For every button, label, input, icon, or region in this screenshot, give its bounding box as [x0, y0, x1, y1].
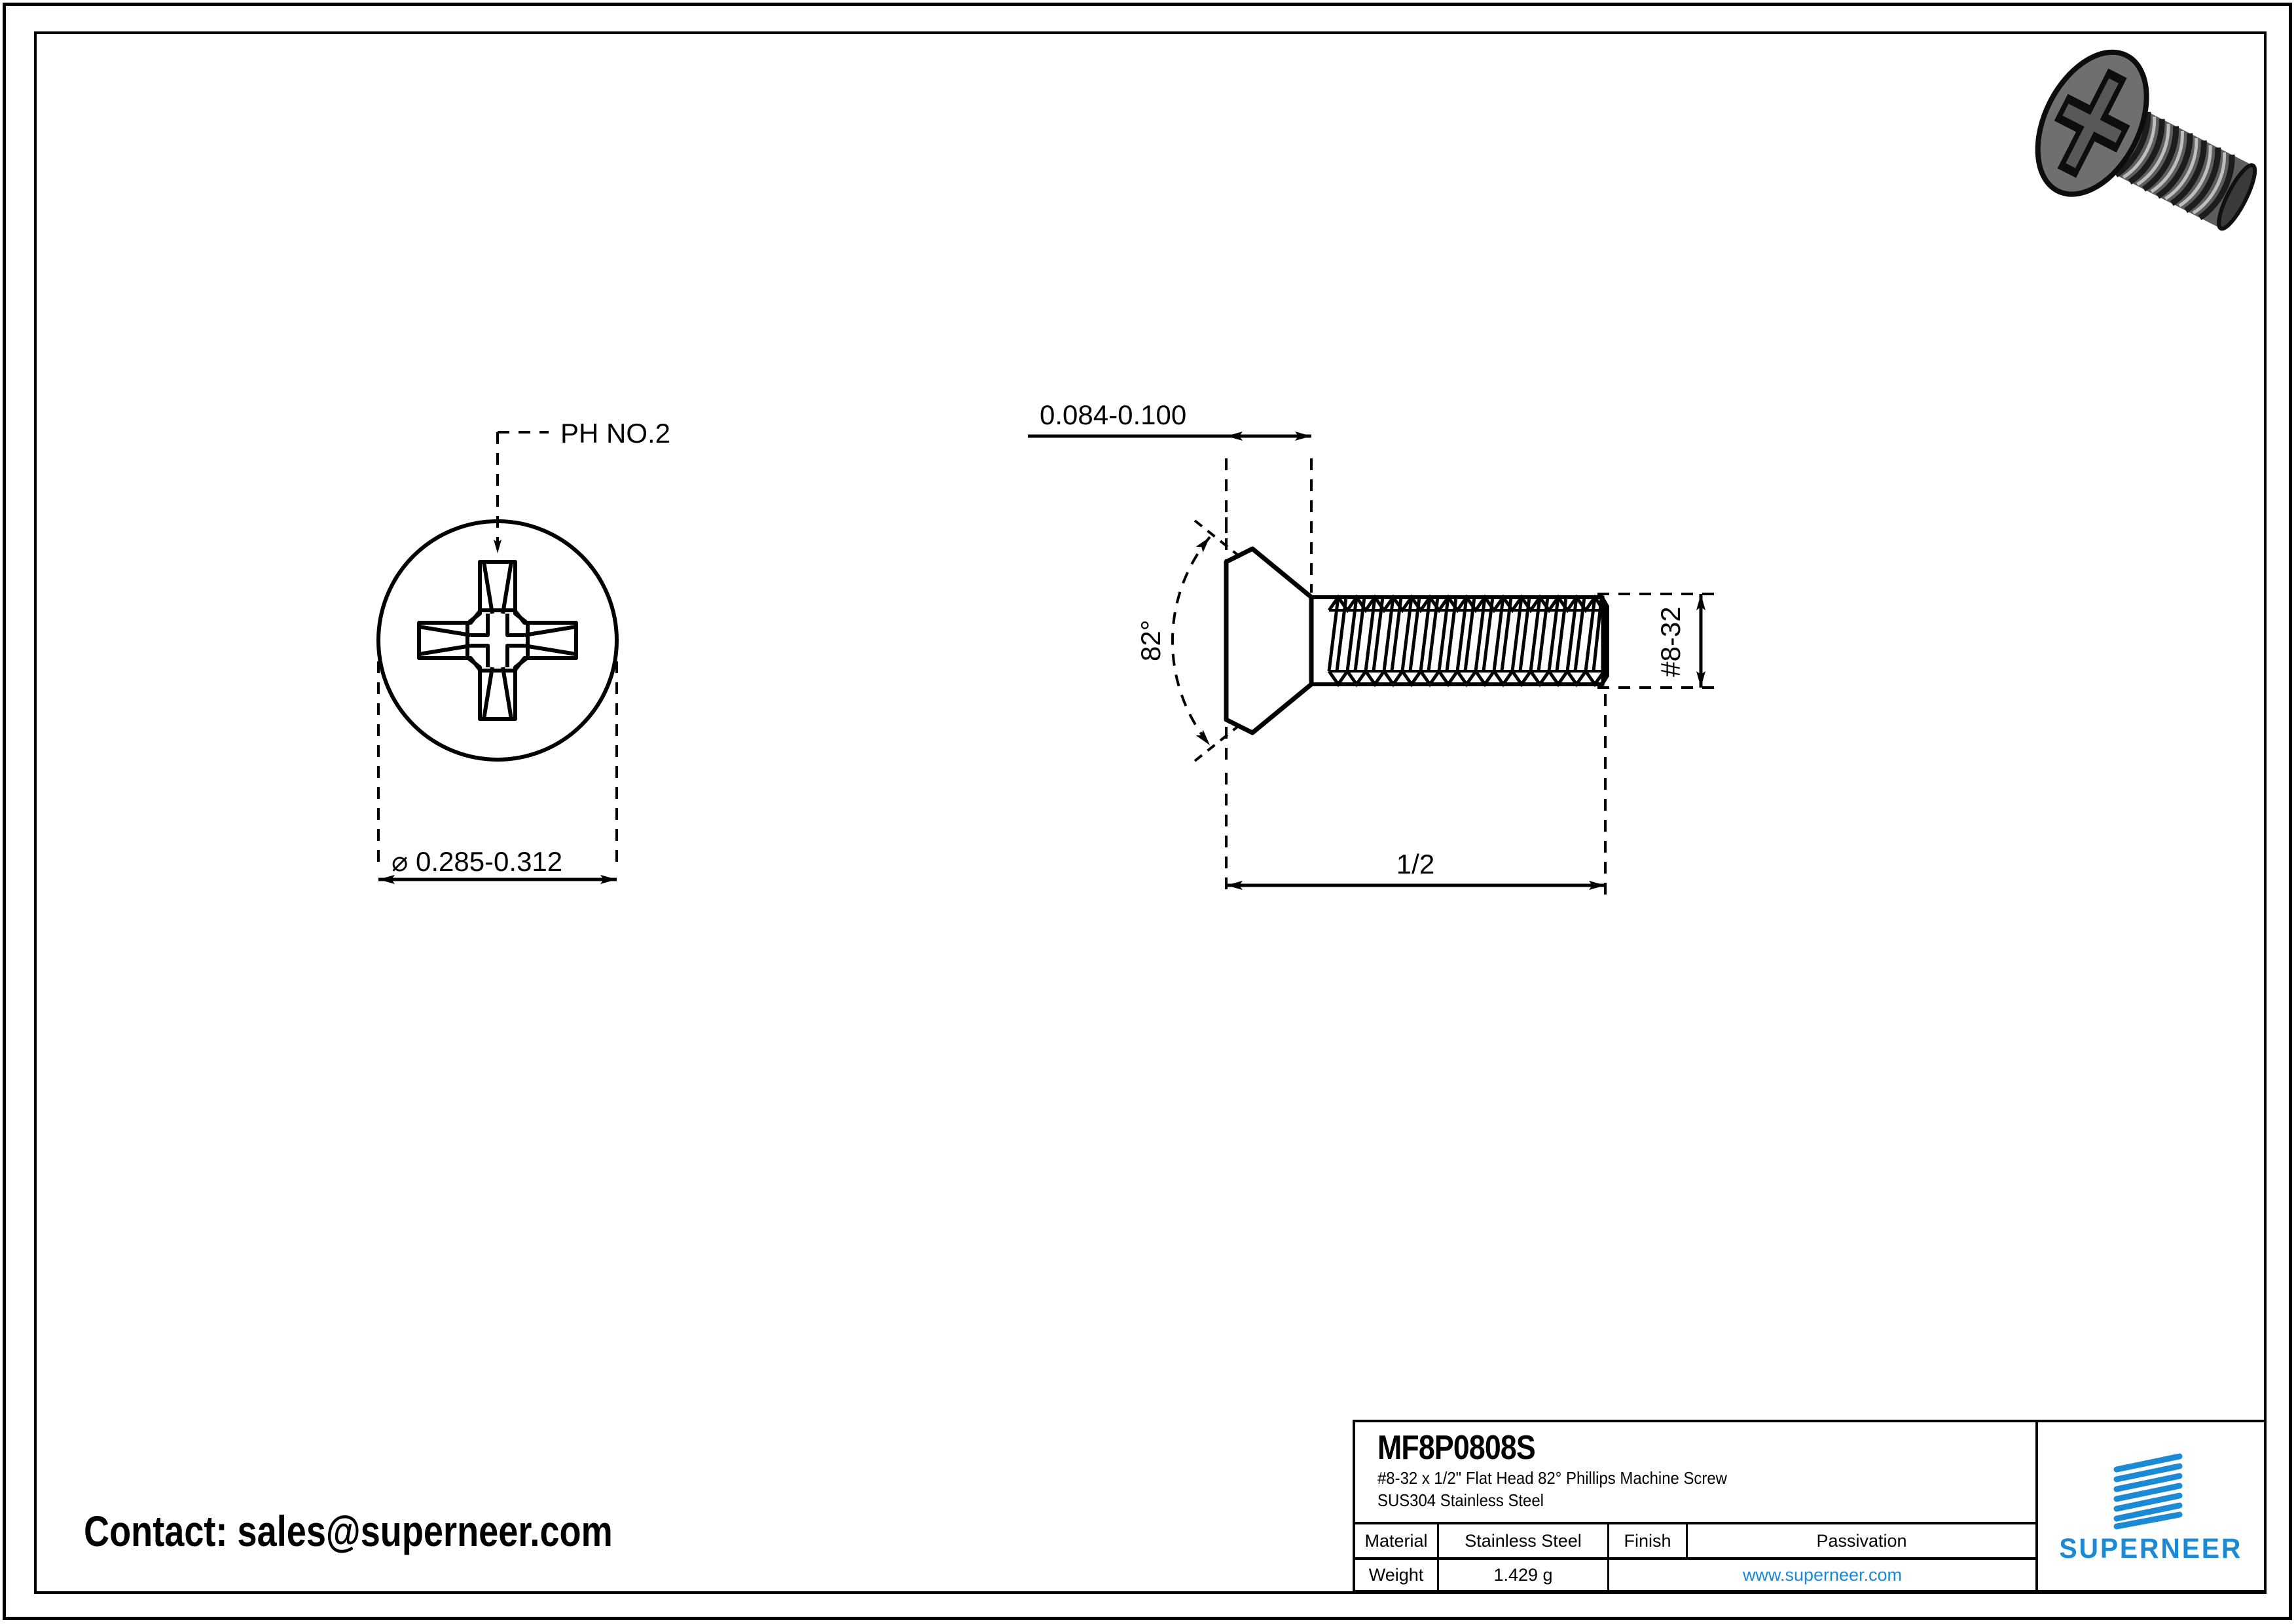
weight-value: 1.429 g: [1439, 1560, 1609, 1590]
contact-line: Contact: sales@superneer.com: [84, 1507, 613, 1555]
part-number: MF8P0808S: [1377, 1429, 1536, 1467]
title-block-left: MF8P0808S #8-32 x 1/2" Flat Head 82° Phi…: [1355, 1422, 2038, 1590]
company-logo: SUPERNEER: [2038, 1422, 2264, 1590]
length-dimension-label: 1/2: [1396, 849, 1434, 879]
material-row: Material Stainless Steel Finish Passivat…: [1355, 1524, 2035, 1560]
finish-value: Passivation: [1816, 1530, 1907, 1551]
head-height-dimension-label: 0.084-0.100: [1040, 399, 1186, 430]
sheet-outer-border: [3, 3, 2292, 1620]
website-link[interactable]: www.superneer.com: [1742, 1564, 1903, 1585]
sheet-inner-border: [34, 31, 2267, 1594]
ph-callout-label: PH NO.2: [560, 418, 670, 449]
finish-label: Finish: [1609, 1524, 1688, 1557]
weight-row: Weight 1.429 g www.superneer.com: [1355, 1560, 2035, 1590]
thread-size-dimension-label: #8-32: [1655, 606, 1686, 676]
superneer-logo-mark: [2113, 1453, 2182, 1529]
description-line-2: SUS304 Stainless Steel: [1377, 1490, 1544, 1510]
title-block: MF8P0808S #8-32 x 1/2" Flat Head 82° Phi…: [1353, 1420, 2267, 1593]
material-value: Stainless Steel: [1439, 1524, 1609, 1557]
description-line-1: #8-32 x 1/2" Flat Head 82° Phillips Mach…: [1377, 1468, 1727, 1488]
title-block-description: MF8P0808S #8-32 x 1/2" Flat Head 82° Phi…: [1355, 1422, 2035, 1524]
angle-dimension-label: 82°: [1135, 619, 1166, 661]
material-label: Material: [1355, 1524, 1439, 1557]
diameter-dimension-label: ⌀ 0.285-0.312: [392, 846, 562, 877]
weight-label: Weight: [1355, 1560, 1439, 1590]
superneer-logo-text: SUPERNEER: [2059, 1532, 2243, 1564]
